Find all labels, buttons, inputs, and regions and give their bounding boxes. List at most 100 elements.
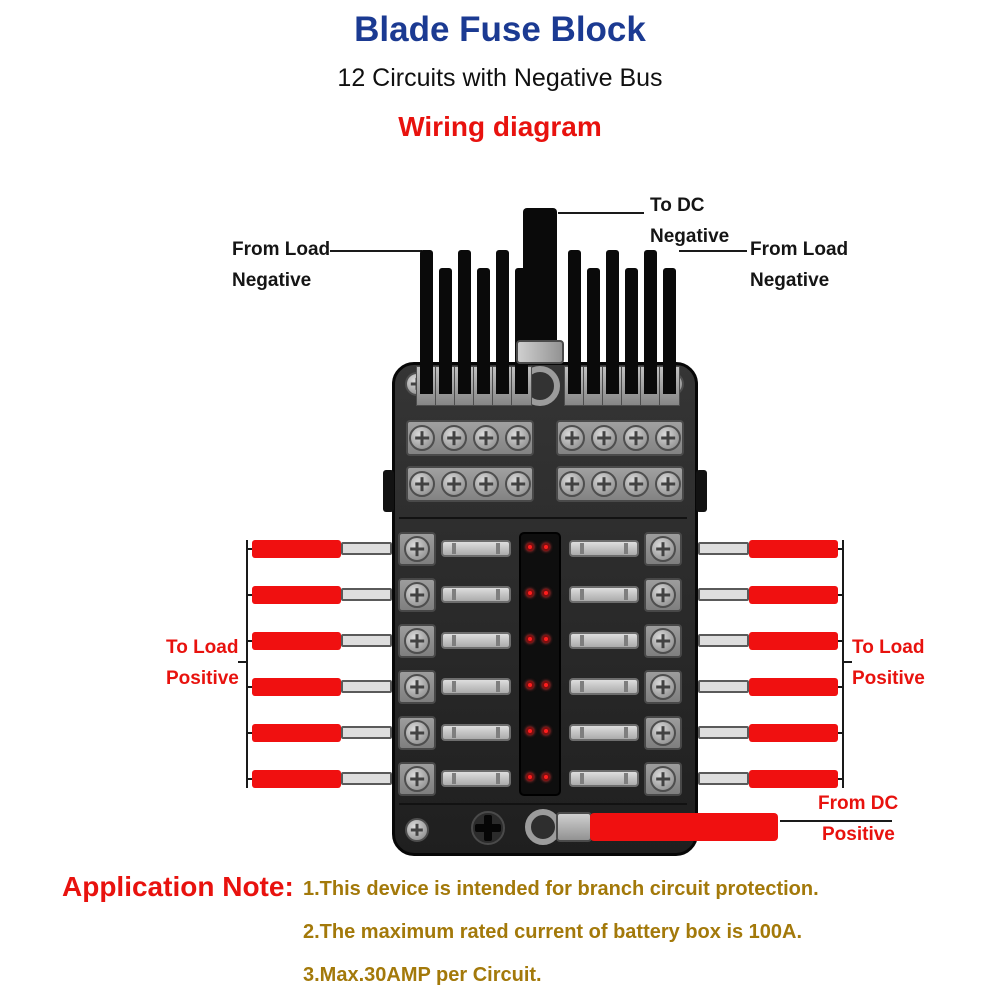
circuit-screw bbox=[404, 582, 430, 608]
screw-slot bbox=[484, 815, 492, 841]
label-text: Positive bbox=[166, 668, 239, 689]
load-positive-wire bbox=[252, 586, 341, 604]
negative-bus-screw bbox=[473, 471, 499, 497]
screw-slot bbox=[661, 726, 665, 740]
negative-bus-screw bbox=[473, 425, 499, 451]
bracket-stub bbox=[838, 548, 844, 550]
led-indicator bbox=[526, 773, 534, 781]
circuit-screw bbox=[650, 628, 676, 654]
label-text: Negative bbox=[232, 270, 312, 291]
bracket-label-stub-left bbox=[238, 661, 246, 663]
load-positive-wire bbox=[252, 678, 341, 696]
spade-connector bbox=[341, 634, 392, 647]
negative-bus-screw bbox=[655, 425, 681, 451]
screw-slot bbox=[602, 431, 606, 445]
negative-bus-screw bbox=[505, 425, 531, 451]
bracket-stub bbox=[838, 778, 844, 780]
bracket-stub bbox=[246, 548, 252, 550]
screw-slot bbox=[570, 431, 574, 445]
section-divider bbox=[399, 517, 687, 519]
blade-fuse bbox=[569, 678, 639, 695]
screw-slot bbox=[484, 431, 488, 445]
screw-slot bbox=[415, 634, 419, 648]
dc-negative-terminal-nut bbox=[516, 340, 564, 364]
load-positive-wire bbox=[749, 586, 838, 604]
blade-fuse bbox=[569, 632, 639, 649]
led-indicator bbox=[542, 635, 550, 643]
label-text: From Load bbox=[232, 239, 331, 260]
negative-bus-screw bbox=[623, 425, 649, 451]
label-text: To DC bbox=[650, 195, 705, 216]
label-text: Negative bbox=[650, 226, 730, 247]
page-title: Blade Fuse Block bbox=[354, 10, 646, 49]
screw-slot bbox=[634, 477, 638, 491]
blade-fuse bbox=[441, 724, 511, 741]
label-from-load-negative-right: From Load Negative bbox=[750, 234, 848, 296]
circuit-screw bbox=[404, 674, 430, 700]
screw-slot bbox=[661, 588, 665, 602]
load-positive-wire bbox=[252, 770, 341, 788]
bracket-stub bbox=[246, 686, 252, 688]
screw-slot bbox=[415, 588, 419, 602]
load-negative-wire bbox=[644, 250, 657, 394]
screw-slot bbox=[661, 634, 665, 648]
blade-fuse bbox=[569, 724, 639, 741]
bracket-stub bbox=[838, 594, 844, 596]
load-positive-wire bbox=[749, 632, 838, 650]
blade-fuse bbox=[569, 586, 639, 603]
application-note-item-2: 2.The maximum rated current of battery b… bbox=[303, 921, 803, 943]
led-indicator bbox=[526, 727, 534, 735]
corner-screw bbox=[405, 818, 429, 842]
bracket-stub bbox=[246, 778, 252, 780]
dc-negative-wire bbox=[523, 208, 557, 348]
spade-connector bbox=[341, 680, 392, 693]
led-indicator bbox=[526, 589, 534, 597]
label-from-dc-positive-line2: Positive bbox=[822, 824, 895, 845]
load-negative-wire bbox=[587, 268, 600, 394]
page-subtitle: 12 Circuits with Negative Bus bbox=[337, 64, 663, 92]
screw-slot bbox=[415, 542, 419, 556]
blade-fuse bbox=[441, 632, 511, 649]
circuit-screw bbox=[404, 536, 430, 562]
blade-fuse bbox=[441, 586, 511, 603]
load-negative-wire bbox=[663, 268, 676, 394]
led-indicator bbox=[526, 681, 534, 689]
pointer-line-from-dc-positive bbox=[780, 820, 892, 822]
negative-bus-screw bbox=[559, 471, 585, 497]
load-negative-wire bbox=[439, 268, 452, 394]
application-note-item-1: 1.This device is intended for branch cir… bbox=[303, 878, 819, 900]
screw-slot bbox=[661, 772, 665, 786]
spade-connector bbox=[341, 772, 392, 785]
circuit-screw bbox=[650, 766, 676, 792]
label-to-dc-negative: To DC Negative bbox=[650, 190, 729, 252]
screw-slot bbox=[661, 680, 665, 694]
screw-slot bbox=[602, 477, 606, 491]
screw-slot bbox=[666, 431, 670, 445]
spade-connector bbox=[698, 542, 749, 555]
screw-slot bbox=[516, 477, 520, 491]
screw-slot bbox=[452, 477, 456, 491]
load-positive-wire bbox=[252, 724, 341, 742]
screw-slot bbox=[415, 680, 419, 694]
load-positive-wire bbox=[749, 540, 838, 558]
bracket-stub bbox=[838, 640, 844, 642]
load-negative-wire bbox=[606, 250, 619, 394]
circuit-screw bbox=[650, 720, 676, 746]
dc-positive-terminal-nut bbox=[556, 812, 592, 842]
led-indicator-panel bbox=[519, 532, 561, 796]
led-indicator bbox=[542, 543, 550, 551]
pointer-line-to-dc-negative bbox=[558, 212, 644, 214]
label-to-load-positive-right: To Load Positive bbox=[852, 632, 925, 694]
bracket-stub bbox=[246, 640, 252, 642]
label-from-load-negative-left: From Load Negative bbox=[232, 234, 330, 296]
blade-fuse bbox=[441, 540, 511, 557]
bracket-line-left bbox=[246, 540, 248, 788]
led-indicator bbox=[542, 589, 550, 597]
screw-slot bbox=[484, 477, 488, 491]
application-note-heading: Application Note: bbox=[62, 871, 294, 902]
spade-connector bbox=[341, 542, 392, 555]
spade-connector bbox=[341, 588, 392, 601]
label-text: To Load bbox=[852, 637, 925, 658]
bracket-label-stub-right bbox=[844, 661, 852, 663]
